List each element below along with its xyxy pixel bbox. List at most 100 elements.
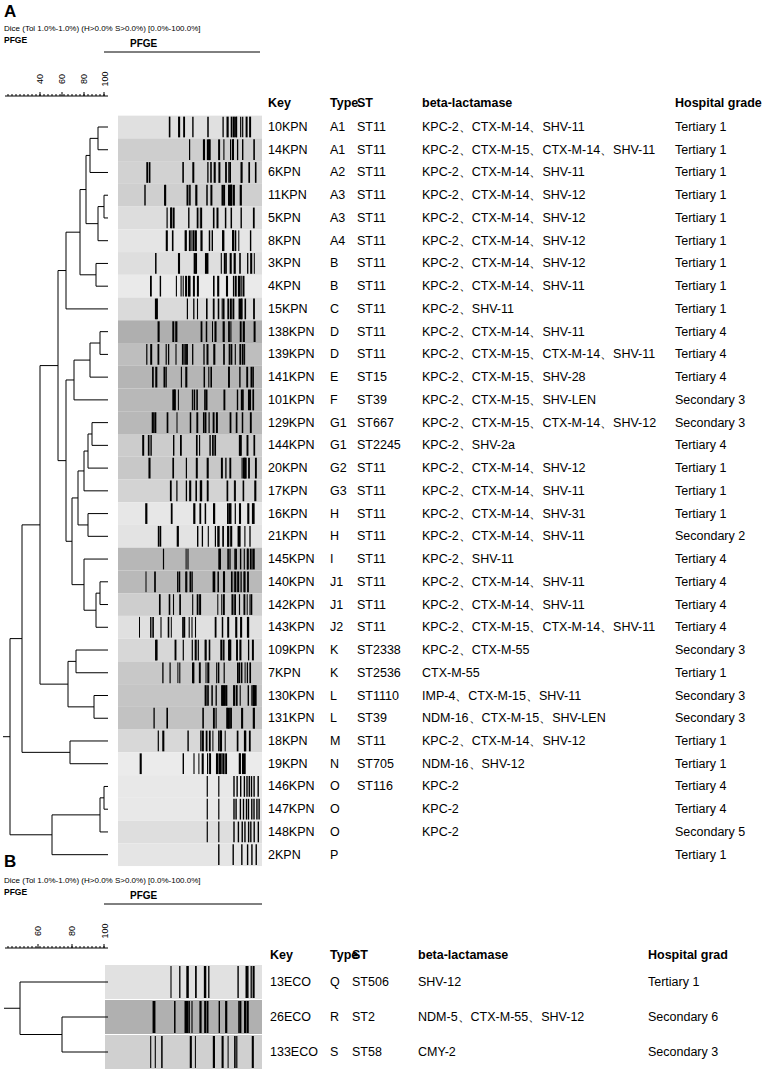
gel-band xyxy=(241,390,243,411)
gel-band xyxy=(175,344,176,365)
gel-band xyxy=(209,139,211,160)
gel-band xyxy=(214,1036,215,1068)
dendrogram-branch xyxy=(40,684,68,685)
gel-band xyxy=(239,753,240,774)
dendrogram-branch xyxy=(20,982,108,983)
table-cell: 138KPN xyxy=(268,324,315,340)
gel-lane xyxy=(118,366,262,389)
table-cell: 146KPN xyxy=(268,778,315,794)
table-cell: 142KPN xyxy=(268,597,315,613)
gel-band xyxy=(200,731,201,752)
gel-band xyxy=(250,549,251,570)
gel-band xyxy=(249,731,251,752)
gel-band xyxy=(203,139,205,160)
gel-band xyxy=(165,185,166,206)
gel-band xyxy=(183,640,184,661)
table-cell: K xyxy=(330,665,338,681)
gel-band xyxy=(230,299,232,320)
gel-band xyxy=(248,799,249,820)
gel-band xyxy=(240,1001,242,1033)
gel-band xyxy=(148,458,150,479)
gel-lane xyxy=(118,161,262,184)
scale-tick xyxy=(80,94,81,96)
column-header: Type xyxy=(330,95,358,111)
dendrogram-branch xyxy=(90,138,98,139)
gel-band xyxy=(202,708,204,729)
dendrogram-branch xyxy=(90,343,100,344)
gel-band xyxy=(221,185,223,206)
gel-band xyxy=(192,390,193,411)
gel-band xyxy=(209,731,211,752)
gel-band xyxy=(222,230,223,251)
gel-band xyxy=(202,526,203,547)
gel-band xyxy=(207,458,209,479)
gel-band xyxy=(250,230,251,251)
gel-band xyxy=(251,844,252,865)
gel-band xyxy=(253,776,254,797)
gel-band xyxy=(177,571,179,592)
table-cell: N xyxy=(330,756,339,772)
gel-lane xyxy=(118,138,262,161)
gel-band xyxy=(244,822,245,843)
table-cell: KPC-2、CTX-M-14、SHV-11 xyxy=(422,574,585,590)
gel-band xyxy=(200,230,202,251)
gel-band xyxy=(164,185,166,206)
gel-band xyxy=(236,685,238,706)
gel-band xyxy=(227,617,229,638)
gel-band xyxy=(243,480,245,501)
gel-band xyxy=(186,458,187,479)
gel-band xyxy=(229,640,231,661)
gel-band xyxy=(204,367,206,388)
gel-band xyxy=(233,685,235,706)
gel-band xyxy=(228,1036,229,1068)
dendrogram-branch xyxy=(86,155,90,156)
gel-band xyxy=(253,435,255,456)
gel-band xyxy=(186,480,187,501)
table-cell: 145KPN xyxy=(268,551,315,567)
gel-band xyxy=(203,344,204,365)
gel-band xyxy=(193,503,195,524)
gel-band xyxy=(233,117,235,138)
scale-tick xyxy=(72,946,73,948)
table-cell: ST11 xyxy=(357,119,386,135)
gel-band xyxy=(217,526,219,547)
gel-lane xyxy=(118,343,262,366)
table-cell: G1 xyxy=(330,437,347,453)
gel-band xyxy=(234,1036,236,1068)
column-header: Key xyxy=(270,947,293,963)
gel-band xyxy=(160,526,161,547)
scale-tick xyxy=(104,946,105,948)
gel-band xyxy=(228,185,230,206)
table-cell: KPC-2 xyxy=(422,801,459,817)
gel-band xyxy=(179,966,180,998)
gel-band xyxy=(212,731,213,752)
gel-band xyxy=(157,299,158,320)
gel-band xyxy=(247,549,248,570)
gel-band xyxy=(244,549,245,570)
gel-band xyxy=(152,367,154,388)
gel-band xyxy=(204,390,206,411)
gel-band xyxy=(225,685,226,706)
gel-band xyxy=(201,208,203,229)
dendrogram-branch xyxy=(88,433,92,434)
table-cell: O xyxy=(330,778,340,794)
gel-band xyxy=(249,776,250,797)
table-cell: ST2245 xyxy=(357,437,401,453)
method-label: PFGE xyxy=(4,887,27,897)
gel-band xyxy=(213,503,215,524)
gel-band xyxy=(192,117,193,138)
gel-band xyxy=(186,549,187,570)
gel-band xyxy=(155,367,157,388)
gel-band xyxy=(257,776,258,797)
table-cell: 139KPN xyxy=(268,346,315,362)
gel-band xyxy=(227,299,229,320)
table-cell: 133ECO xyxy=(270,1044,318,1060)
gel-band xyxy=(239,753,241,774)
gel-band xyxy=(190,412,192,433)
gel-band xyxy=(241,662,243,683)
gel-band xyxy=(247,594,248,615)
gel-band xyxy=(236,617,237,638)
dendrogram-branch xyxy=(66,379,74,380)
gel-band xyxy=(222,685,223,706)
gel-band xyxy=(223,571,225,592)
